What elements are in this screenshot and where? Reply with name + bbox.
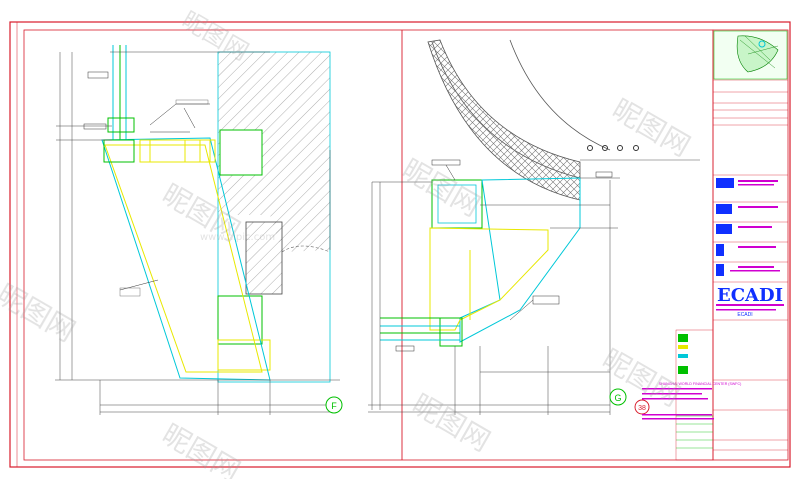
dimensions-f — [55, 51, 340, 415]
bolt-rod — [139, 139, 216, 163]
consultant-logo-5 — [716, 264, 724, 276]
ecadi-logo-sub: ECADI — [737, 312, 752, 318]
consultant-logo-3 — [716, 224, 732, 234]
sheet-border-outer — [9, 21, 791, 468]
column-mid — [245, 221, 283, 295]
tower-logo-icon — [713, 30, 788, 80]
watermark-text-3: 昵图网 — [607, 92, 696, 163]
bracket-yellow — [104, 144, 263, 373]
bracket-g-yellow — [429, 227, 549, 331]
project-name: SHANGHAI WORLD FINANCIAL CENTER (SWFC) — [659, 382, 742, 386]
ecadi-logo: ECADI — [717, 285, 783, 306]
dimensions-g — [368, 177, 620, 415]
watermark-text-2: 昵图网 — [397, 152, 486, 223]
detail-marker-g — [609, 388, 627, 406]
detail-f: F — [55, 45, 343, 415]
concrete-hatch — [218, 52, 330, 252]
watermark-text-8: 昵图网 — [177, 6, 253, 66]
watermark-text-7: 昵图网 — [0, 277, 81, 348]
detail-marker-g-label: G — [614, 393, 621, 403]
detail-g: G 38 — [368, 39, 700, 415]
mullion-top — [107, 117, 135, 133]
consultant-logo-2 — [716, 204, 732, 214]
base-plate — [217, 339, 271, 371]
watermark-text-6: 昵图网 — [407, 387, 496, 458]
leader-notes-f — [83, 71, 210, 291]
detail-marker-f-label: F — [331, 401, 337, 411]
watermark-url: www.nipic.com — [200, 232, 275, 243]
leader-notes-g — [395, 159, 613, 352]
legend-block — [675, 329, 714, 461]
consultant-logo-1 — [716, 178, 734, 188]
detail-marker-f — [325, 396, 343, 414]
title-block: ECADI ECADI SHANGHAI WORLD FINANCIAL CEN… — [642, 29, 789, 461]
column-inner-arc — [509, 39, 611, 151]
watermarks: 昵图网 昵图网 昵图网 昵图网 昵图网 昵图网 昵图网 昵图网 www.nipi… — [0, 6, 696, 479]
column-top — [219, 129, 263, 176]
consultant-logo-4 — [716, 244, 724, 256]
watermark-text-5: 昵图网 — [157, 417, 246, 479]
revision-tag-label: 38 — [638, 405, 646, 412]
